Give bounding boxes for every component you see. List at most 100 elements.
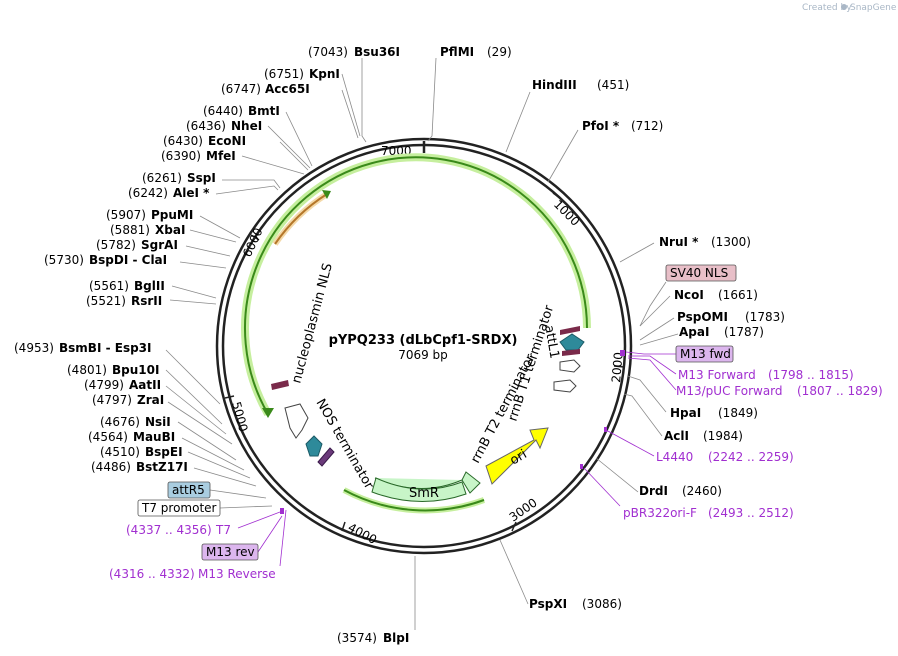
leader-pspxi xyxy=(499,539,529,605)
primer-m13-reverse[interactable]: M13 Reverse xyxy=(198,567,276,581)
leader-acli xyxy=(623,393,663,437)
site-hindiii[interactable]: HindIII xyxy=(532,78,577,92)
site-bspei[interactable]: BspEI xyxy=(145,445,183,459)
site-kpni[interactable]: KpnI xyxy=(309,67,340,81)
site-drdi[interactable]: DrdI xyxy=(639,484,668,498)
leader-acc65i xyxy=(341,89,359,139)
attl1-label: attL1 xyxy=(541,324,562,360)
ori-shape xyxy=(485,427,549,485)
site-alei[interactable]: AleI * xyxy=(173,186,210,200)
site-pspxi[interactable]: PspXI xyxy=(529,597,567,611)
site-pflmi[interactable]: PflMI xyxy=(440,45,474,59)
site-pos-nrui: (1300) xyxy=(711,235,751,249)
site-acli[interactable]: AclI xyxy=(664,429,689,443)
leader-m13forward xyxy=(628,355,677,375)
site-pos-hpai: (1849) xyxy=(718,406,758,420)
sv40-nls-box[interactable] xyxy=(665,264,737,282)
ori-label: ori xyxy=(508,447,530,468)
primer-m13-forward-range: (1798 .. 1815) xyxy=(768,368,854,382)
site-zrai[interactable]: ZraI xyxy=(137,393,164,407)
leader-l4440 xyxy=(605,429,655,457)
site-pos-hindiii: (451) xyxy=(597,78,629,92)
site-nsii[interactable]: NsiI xyxy=(145,415,171,429)
leader-attr5 xyxy=(209,489,267,499)
m13-rev-box[interactable] xyxy=(201,543,259,561)
site-nhei[interactable]: NheI xyxy=(231,119,262,133)
site-mfei[interactable]: MfeI xyxy=(206,149,236,163)
leader-econi xyxy=(279,141,309,171)
site-pos-nsii: (4676) xyxy=(100,415,140,429)
leader-ppumi xyxy=(199,215,241,239)
site-aatii[interactable]: AatII xyxy=(129,378,161,392)
site-blpi[interactable]: BlpI xyxy=(383,631,409,645)
smr-arc xyxy=(343,489,485,512)
cds-arc xyxy=(244,156,588,415)
m13-fwd-box[interactable] xyxy=(675,345,734,363)
site-pfoi[interactable]: PfoI * xyxy=(582,119,620,133)
site-pos-ncoi: (1661) xyxy=(718,288,758,302)
site-econi[interactable]: EcoNI xyxy=(208,134,246,148)
site-bsmbi-esp3i[interactable]: BsmBI - Esp3I xyxy=(59,341,151,355)
site-sgrai[interactable]: SgrAI xyxy=(141,238,178,252)
site-sspi[interactable]: SspI xyxy=(187,171,216,185)
site-bsu36i[interactable]: Bsu36I xyxy=(354,45,400,59)
attl1-shape xyxy=(559,333,585,351)
leader-xbai xyxy=(189,229,237,243)
site-rsrii[interactable]: RsrII xyxy=(131,294,162,308)
m13-fwd-mark xyxy=(620,350,625,356)
site-hpai[interactable]: HpaI xyxy=(670,406,701,420)
site-pos-bsmbi: (4953) xyxy=(14,341,54,355)
site-bstz17i[interactable]: BstZ17I xyxy=(136,460,188,474)
leader-apai xyxy=(639,333,679,346)
site-ppumi[interactable]: PpuMI xyxy=(151,208,193,222)
leader-alei xyxy=(215,185,279,195)
attr5-box[interactable] xyxy=(167,481,211,499)
leader-rsrii xyxy=(169,299,217,305)
site-bmti[interactable]: BmtI xyxy=(248,104,280,118)
tick-2000 xyxy=(613,365,625,368)
primer-m13-forward[interactable]: M13 Forward xyxy=(678,368,756,382)
site-apai[interactable]: ApaI xyxy=(679,325,709,339)
smr-shape xyxy=(371,477,467,502)
primer-m13-reverse-range: (4316 .. 4332) xyxy=(109,567,195,581)
snapgene-logo-icon xyxy=(841,4,847,10)
backbone-outer xyxy=(215,137,633,555)
leader-pspomi xyxy=(639,317,675,341)
leader-hpai xyxy=(627,375,667,413)
site-pos-bspei: (4510) xyxy=(100,445,140,459)
site-pos-bpu10i: (4801) xyxy=(67,363,107,377)
leader-nrui xyxy=(619,242,655,263)
site-nrui[interactable]: NruI * xyxy=(659,235,699,249)
tick-1000 xyxy=(552,192,561,199)
site-ncoi[interactable]: NcoI xyxy=(674,288,704,302)
primer-t7[interactable]: T7 xyxy=(215,523,231,537)
site-maubi[interactable]: MauBI xyxy=(133,430,175,444)
primer-pbr322ori-f[interactable]: pBR322ori-F xyxy=(623,506,697,520)
primer-l4440[interactable]: L4440 xyxy=(656,450,693,464)
site-pos-ppumi: (5907) xyxy=(106,208,146,222)
site-pos-blpi: (3574) xyxy=(337,631,377,645)
leader-drdi xyxy=(595,457,639,493)
t7-promoter-box[interactable] xyxy=(137,499,221,517)
site-pspomi[interactable]: PspOMI xyxy=(677,310,728,324)
site-acc65i[interactable]: Acc65I xyxy=(265,82,310,96)
primer-t7-range: (4337 .. 4356) xyxy=(126,523,212,537)
plasmid-size: 7069 bp xyxy=(398,348,448,362)
leader-sgrai xyxy=(185,245,231,257)
nucleoplasmin-nls-label: nucleoplasmin NLS xyxy=(289,262,335,385)
credit-prefix: Created by xyxy=(802,3,852,13)
site-bspdi-clai[interactable]: BspDI - ClaI xyxy=(89,253,167,267)
leader-bpu10i xyxy=(165,369,223,425)
site-bglii[interactable]: BglII xyxy=(134,279,165,293)
leader-bmti xyxy=(285,111,313,167)
primer-m13-puc-forward[interactable]: M13/pUC Forward xyxy=(676,384,783,398)
site-bpu10i[interactable]: Bpu10I xyxy=(112,363,159,377)
site-pos-apai: (1787) xyxy=(724,325,764,339)
site-pos-pflmi: (29) xyxy=(487,45,512,59)
leader-hindiii xyxy=(505,91,531,153)
leader-aatii xyxy=(165,385,227,435)
leader-clai xyxy=(179,261,227,269)
site-pos-acc65i: (6747) xyxy=(221,82,261,96)
site-xbai[interactable]: XbaI xyxy=(155,223,185,237)
